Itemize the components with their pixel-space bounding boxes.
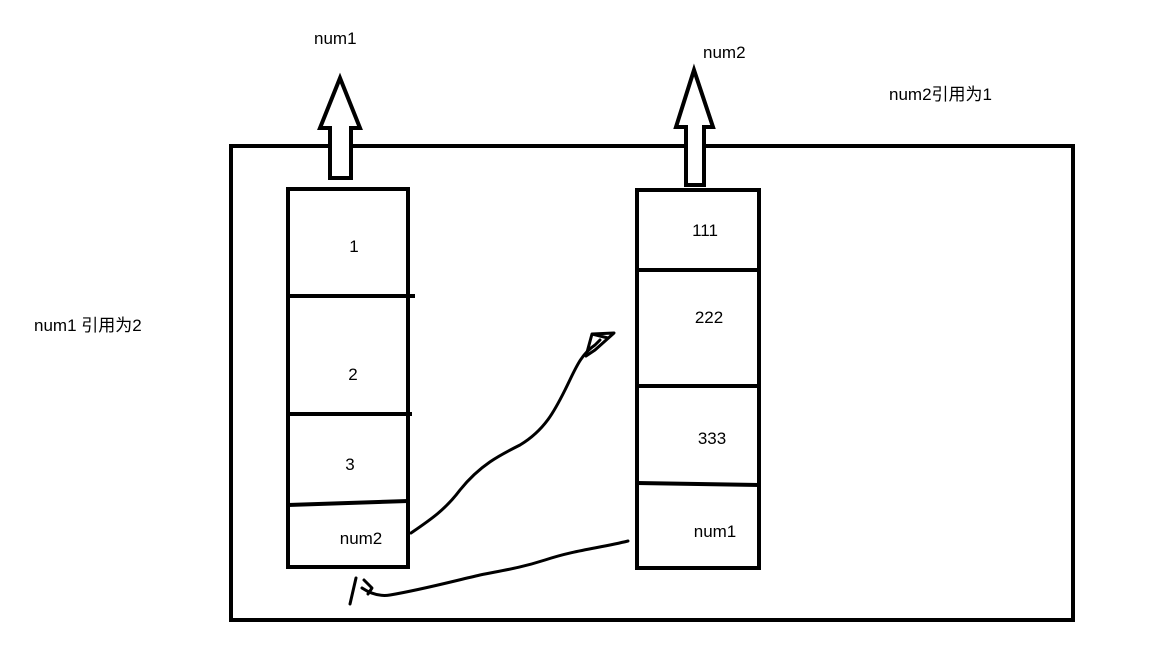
num2-list-cell: num1: [693, 522, 737, 541]
num1-list-cell: 1: [349, 237, 359, 256]
num2-list-cell: 333: [697, 429, 727, 448]
num2-list-cell: 222: [694, 308, 724, 327]
num1-reference-arrowhead-icon: [348, 576, 374, 606]
num2-list-cell: 111: [692, 221, 718, 240]
num2-top-label: num2: [703, 43, 746, 62]
num2-refcount-label: num2引用为1: [889, 85, 992, 104]
num1-top-label: num1: [314, 29, 357, 48]
num1-refcount-label: num1 引用为2: [34, 316, 142, 335]
num1-up-arrow-icon: [317, 72, 363, 180]
container-box: [229, 144, 1075, 622]
num2-reference-arrowhead-icon: [584, 331, 616, 358]
num1-list-cell: 3: [345, 455, 355, 474]
num1-list-box: [286, 187, 410, 569]
num2-up-arrow-icon: [673, 63, 716, 187]
num1-list-divider: [287, 499, 409, 507]
num2-list-box: [635, 188, 761, 570]
num1-list-cell: 2: [348, 365, 358, 384]
num1-reference-curve: [360, 539, 630, 597]
num2-list-divider: [636, 481, 760, 487]
num1-list-cell: num2: [339, 529, 383, 548]
num2-reference-curve: [409, 338, 602, 535]
